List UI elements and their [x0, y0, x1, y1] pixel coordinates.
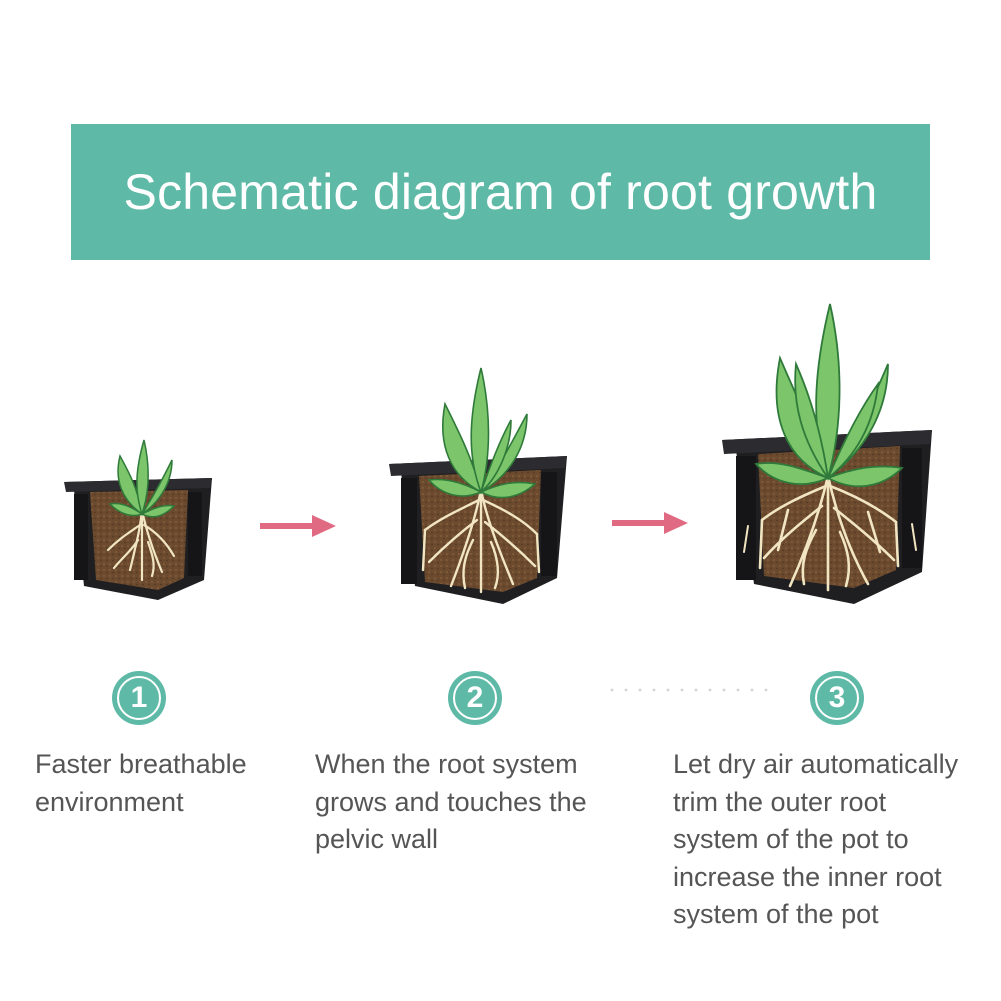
plant-leaves [754, 303, 904, 488]
step-description: When the root system grows and touches t… [315, 746, 587, 859]
step-number-badge: 3 [810, 671, 864, 725]
plant-leaves [108, 439, 176, 518]
arrow-right-icon [260, 515, 336, 537]
description-line: environment [35, 786, 184, 817]
pot-stage-2 [389, 367, 567, 604]
description-line: Faster breathable [35, 749, 247, 779]
pot-stage-1 [64, 439, 212, 600]
title-banner: Schematic diagram of root growth [71, 124, 930, 260]
step-number-badge: 1 [112, 671, 166, 725]
step-number: 1 [117, 676, 161, 720]
step-description: Let dry air automatically trim the outer… [673, 746, 958, 934]
description-line: trim the outer root [673, 786, 887, 817]
description-line: pelvic wall [315, 824, 439, 854]
description-line: system of the pot [673, 899, 879, 929]
roots [421, 488, 541, 594]
step-description: Faster breathable environment [35, 746, 247, 821]
pot-stage-3 [722, 303, 932, 604]
step-number: 3 [815, 676, 859, 720]
diagram-title: Schematic diagram of root growth [123, 164, 878, 220]
step-number: 2 [453, 676, 497, 720]
description-line: system of the pot to [673, 824, 909, 854]
plant-leaves [427, 367, 537, 499]
description-line: grows and touches the [315, 786, 587, 817]
dotted-divider [605, 688, 775, 692]
description-line: increase the inner root [673, 861, 942, 892]
description-line: When the root system [315, 749, 578, 779]
step-number-badge: 2 [448, 671, 502, 725]
arrow-right-icon [612, 512, 688, 534]
description-line: Let dry air automatically [673, 749, 959, 779]
roots [743, 474, 917, 592]
